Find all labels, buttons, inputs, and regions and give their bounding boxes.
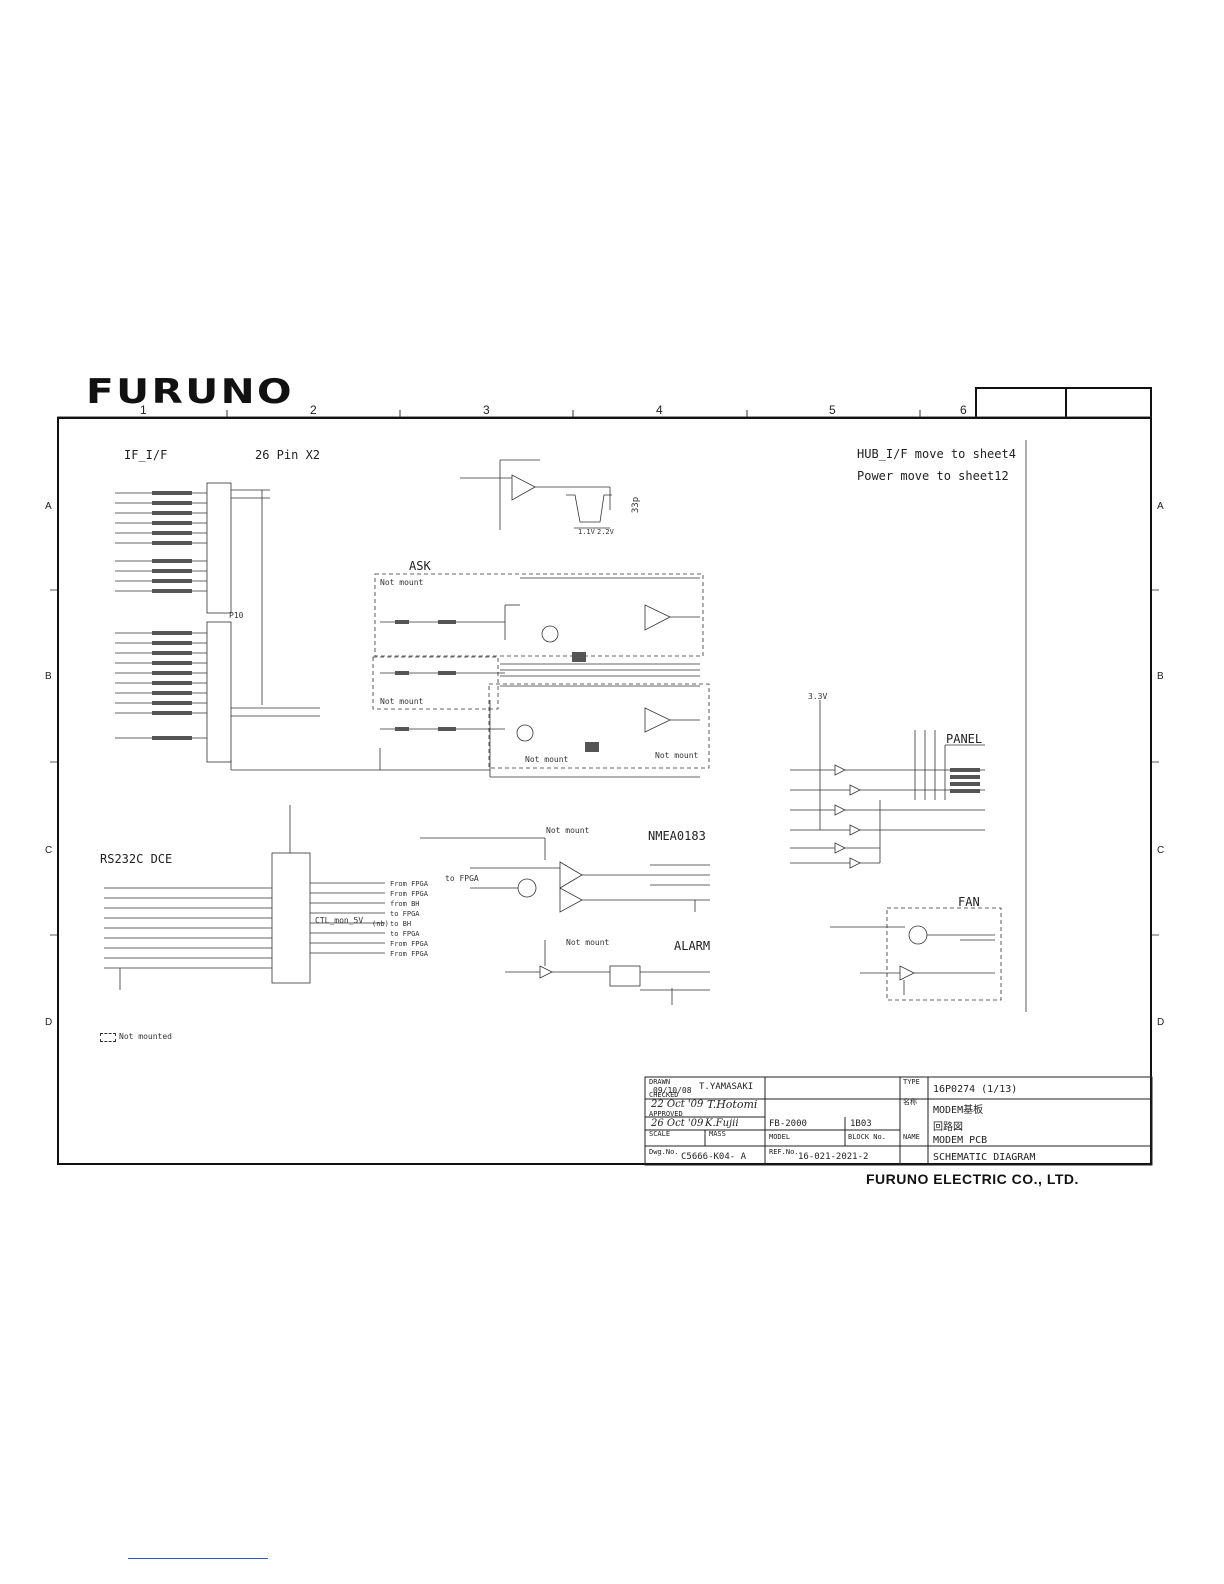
type-value: 16P0274 (1/13) <box>933 1084 1018 1095</box>
revision-box <box>975 387 1152 417</box>
row-letter-c-right: C <box>1157 845 1165 856</box>
rs232-label-7: to FPGA <box>390 930 420 938</box>
alarm-not-mount: Not mount <box>566 938 610 947</box>
mass-label: MASS <box>709 1130 726 1138</box>
row-letter-c-left: C <box>45 845 53 856</box>
drawn-date: 09/10/08 <box>653 1086 692 1095</box>
block-value: 1B03 <box>850 1119 872 1129</box>
waveform-high-label: 2.2V <box>597 528 614 536</box>
capacitor-label: 33p <box>631 496 642 514</box>
column-number-2: 2 <box>310 403 317 417</box>
name-jp-1: MODEM基板 <box>933 1105 984 1116</box>
rs232-label-8: From FPGA <box>390 940 428 948</box>
ask-not-mount-4: Not mount <box>655 751 699 760</box>
name-label: NAME <box>903 1133 920 1141</box>
row-letter-d-left: D <box>45 1017 53 1028</box>
ctrl-note: CTL_mon_5V <box>315 916 364 925</box>
approved-by: K.Fujii <box>705 1118 739 1129</box>
drawing-frame <box>57 417 1152 1165</box>
logo-text: FURUNO <box>86 376 294 406</box>
ref-label: REF.No. <box>769 1148 799 1156</box>
ask-not-mount-3: Not mount <box>525 755 569 764</box>
nmea-not-mount: Not mount <box>546 826 590 835</box>
footer-underline <box>128 1558 268 1559</box>
model-value: FB-2000 <box>769 1119 807 1129</box>
rs232-label-5: (nb) <box>372 920 389 928</box>
type-label: TYPE <box>903 1078 920 1086</box>
checked-by: T.Hotomi <box>707 1098 758 1111</box>
ask-not-mount-1: Not mount <box>380 578 424 587</box>
rs232-label-4: to FPGA <box>390 910 420 918</box>
row-letter-d-right: D <box>1157 1017 1165 1028</box>
rs232-label-6: to BH <box>390 920 412 928</box>
rs232-label-3: from BH <box>390 900 420 908</box>
ref-value: 16-021-2021-2 <box>798 1152 869 1162</box>
row-letter-a-left: A <box>45 501 52 512</box>
rs232-label-9: From FPGA <box>390 950 428 958</box>
drawn-label: DRAWN <box>649 1078 671 1086</box>
to-fpga-label: to FPGA <box>445 874 479 883</box>
rs232-label-1: From FPGA <box>390 880 428 888</box>
drawn-by: T.YAMASAKI <box>699 1082 754 1092</box>
section-if-if: IF_I/F <box>124 448 168 462</box>
section-alarm: ALARM <box>674 939 711 953</box>
checked-date: 22 Oct '09 <box>651 1099 704 1110</box>
column-number-3: 3 <box>483 403 490 417</box>
name-en-1: MODEM PCB <box>933 1135 988 1146</box>
section-fan: FAN <box>958 895 980 909</box>
legend-not-mounted: Not mounted <box>119 1032 172 1041</box>
section-26pin: 26 Pin X2 <box>255 448 321 462</box>
rs232-label-2: From FPGA <box>390 890 428 898</box>
section-ask: ASK <box>409 559 431 573</box>
section-nmea0183: NMEA0183 <box>648 829 706 843</box>
row-letter-b-left: B <box>45 671 52 682</box>
title-block: DRAWN 09/10/08 T.YAMASAKI CHECKED 22 Oct… <box>645 1077 1152 1165</box>
ask-not-mount-2: Not mount <box>380 697 424 706</box>
power-move-note: Power move to sheet12 <box>857 469 1009 483</box>
company-name: FURUNO ELECTRIC CO., LTD. <box>866 1171 1079 1187</box>
section-rs232c: RS232C DCE <box>100 852 173 866</box>
approved-label: APPROVED <box>649 1110 683 1118</box>
column-number-6: 6 <box>960 403 967 417</box>
column-number-4: 4 <box>656 403 663 417</box>
waveform-low-label: 1.1V <box>578 528 595 536</box>
dwg-label: Dwg.No. <box>649 1148 679 1156</box>
section-panel: PANEL <box>946 732 983 746</box>
block-label: BLOCK No. <box>848 1133 886 1141</box>
dwg-value: C5666-K04- A <box>681 1152 747 1162</box>
legend-dashed-box <box>100 1033 116 1042</box>
checked-label: CHECKED <box>649 1091 679 1099</box>
furuno-logo: FURUNO <box>86 376 294 406</box>
column-number-1: 1 <box>140 403 147 417</box>
row-letter-b-right: B <box>1157 671 1164 682</box>
name-en-2: SCHEMATIC DIAGRAM <box>933 1152 1036 1163</box>
approved-date: 26 Oct '09 <box>651 1118 704 1129</box>
column-number-5: 5 <box>829 403 836 417</box>
model-label: MODEL <box>769 1133 791 1141</box>
name-jp-2: 回路図 <box>933 1122 963 1133</box>
name-jp-label: 名称 <box>903 1098 917 1106</box>
p10-label: P10 <box>229 611 244 620</box>
hub-move-note: HUB_I/F move to sheet4 <box>857 447 1016 461</box>
row-letter-a-right: A <box>1157 501 1164 512</box>
panel-voltage: 3.3V <box>808 692 828 701</box>
scale-label: SCALE <box>649 1130 671 1138</box>
